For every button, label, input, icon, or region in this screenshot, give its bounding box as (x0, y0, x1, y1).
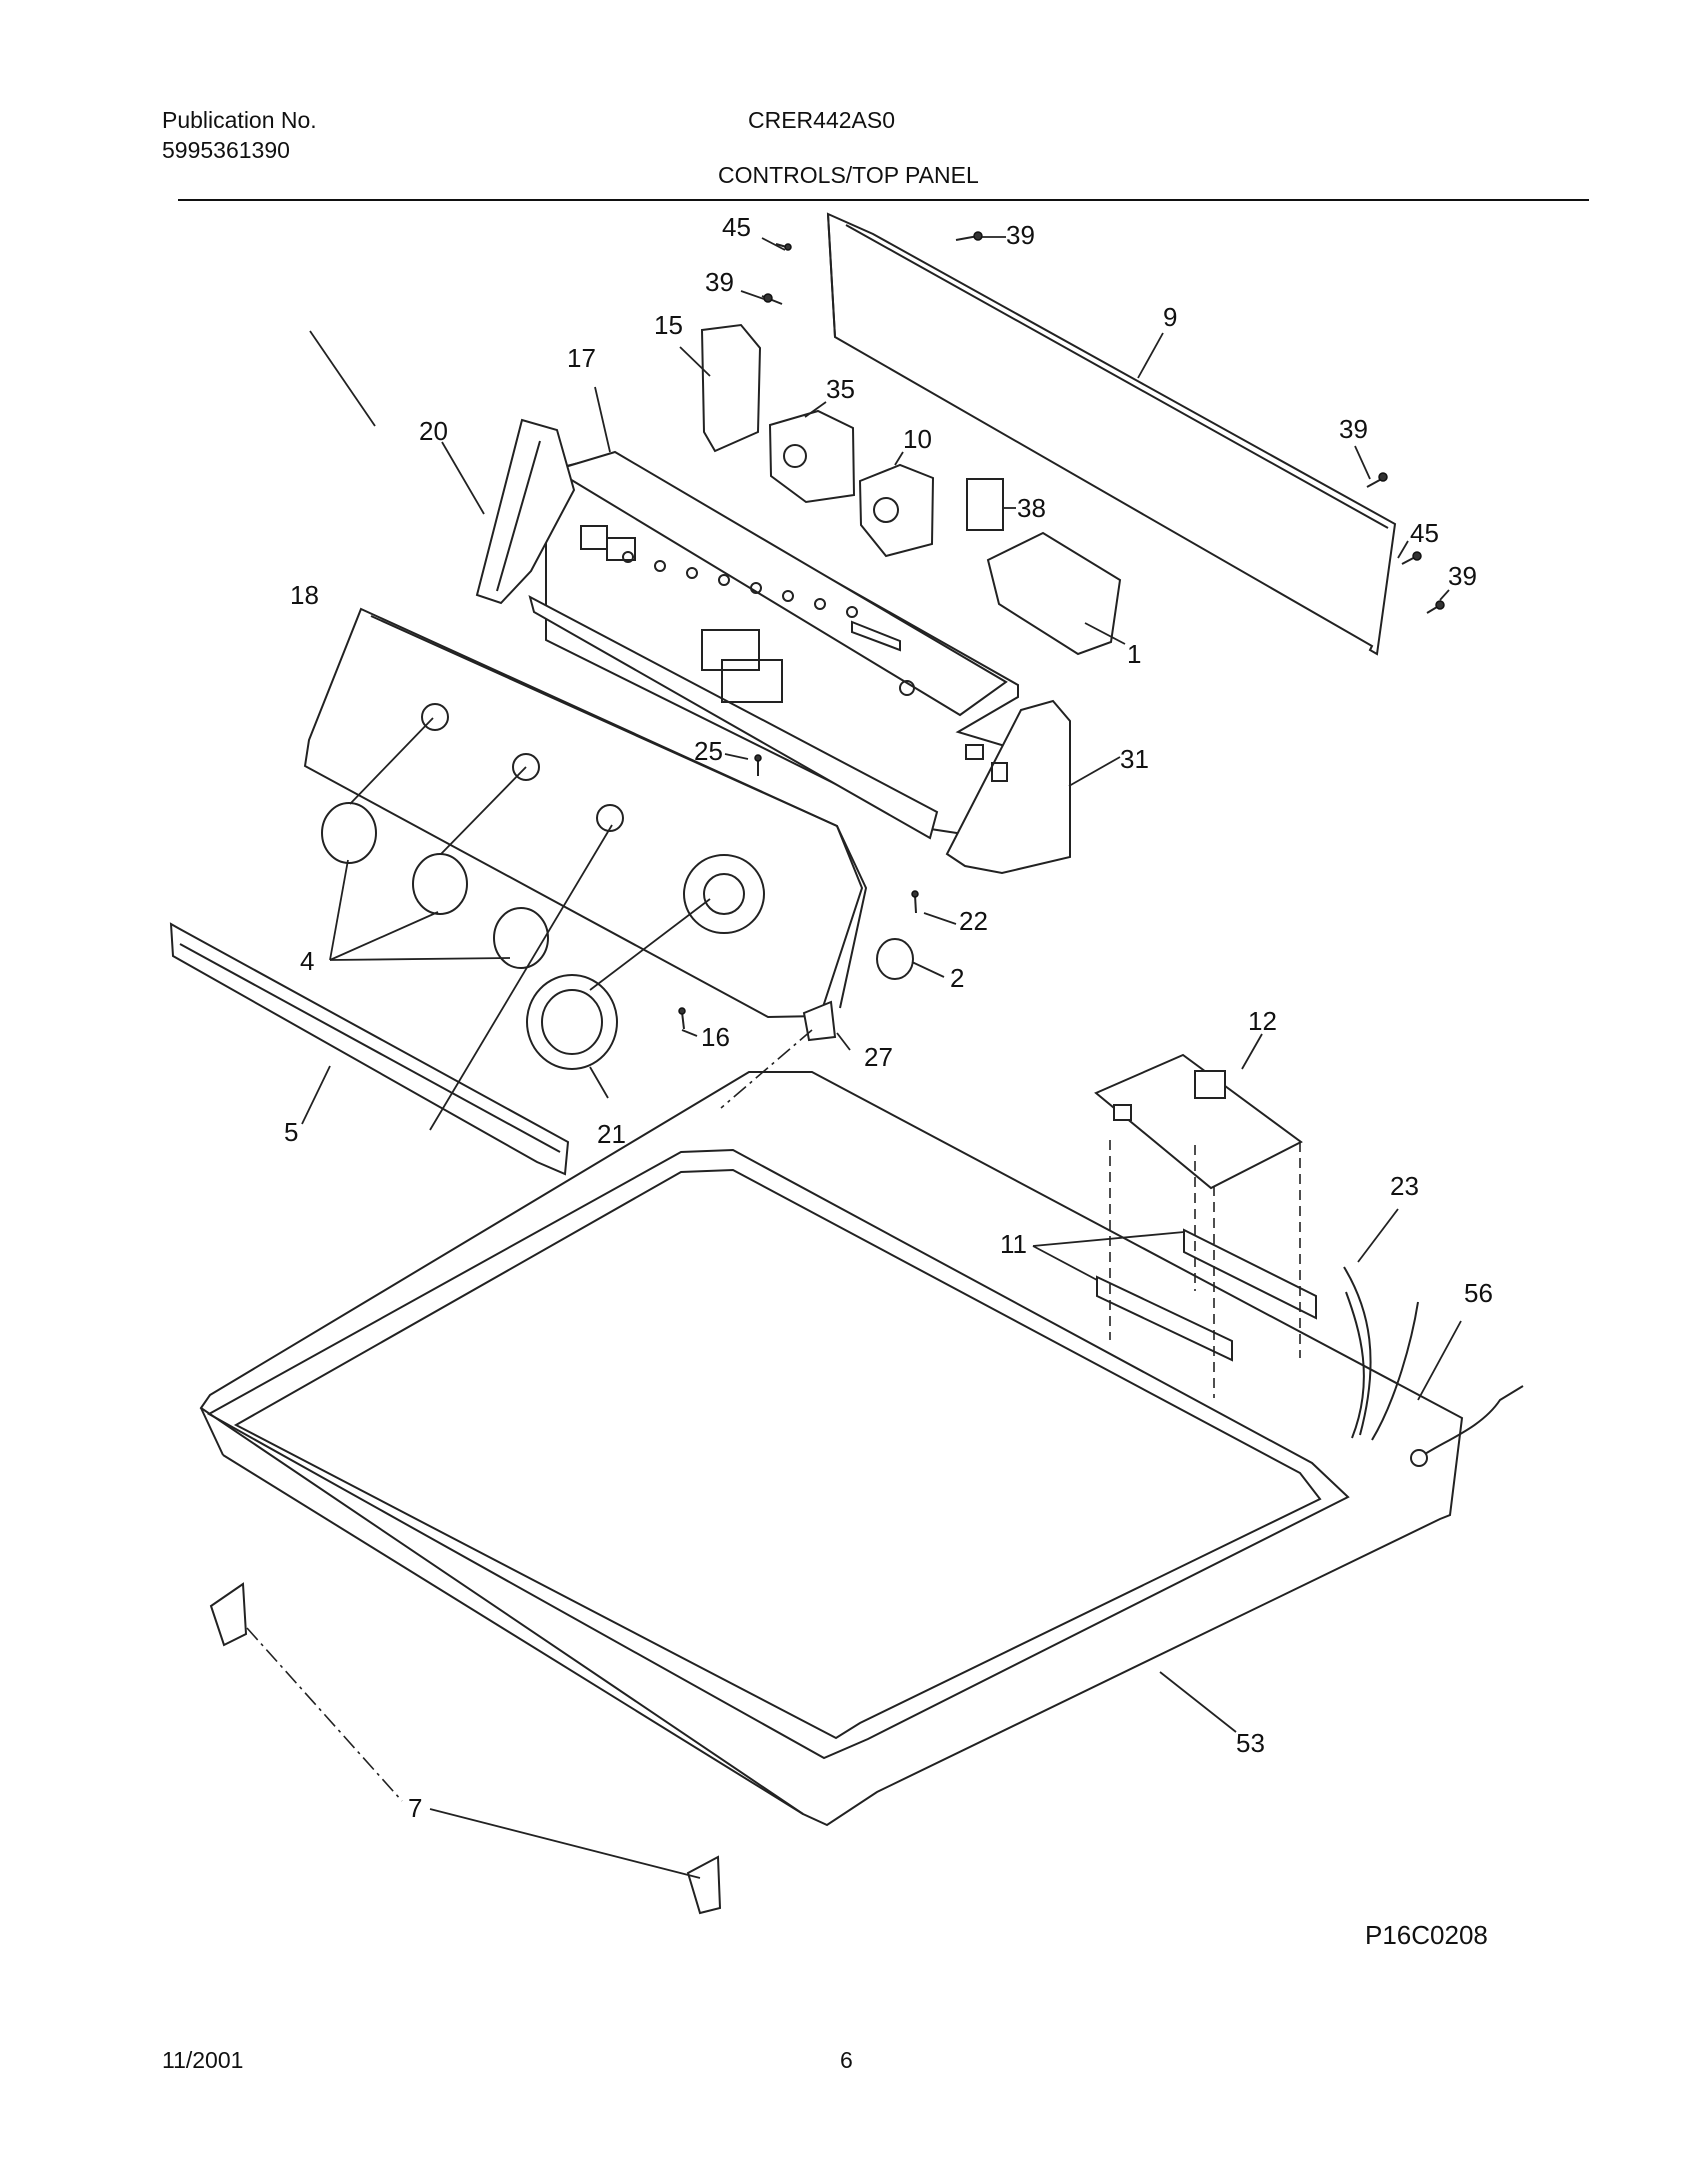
foot-parts (209, 1582, 722, 1915)
callout-39-right: 39 (1339, 414, 1368, 444)
callout-20: 20 (419, 416, 448, 446)
callout-27: 27 (864, 1042, 893, 1072)
callout-39-top-left: 39 (705, 267, 734, 297)
callout-35: 35 (826, 374, 855, 404)
left-end-cap-part (475, 418, 576, 605)
publication-number: 5995361390 (162, 137, 290, 163)
callout-5: 5 (284, 1117, 298, 1147)
console-switch-slots (622, 551, 858, 618)
callout-12: 12 (1248, 1006, 1277, 1036)
callout-53: 53 (1236, 1728, 1265, 1758)
publication-label: Publication No. (162, 107, 317, 133)
callout-7: 7 (408, 1793, 422, 1823)
callout-25: 25 (694, 736, 723, 766)
callout-10: 10 (903, 424, 932, 454)
back-panel-part (826, 212, 1397, 656)
callout-4: 4 (300, 946, 314, 976)
callout-16: 16 (701, 1022, 730, 1052)
callout-labels: 45 39 39 9 15 17 35 20 10 39 38 45 39 18… (284, 212, 1493, 1823)
trim-strip-part (169, 922, 570, 1176)
callout-39-far-right: 39 (1448, 561, 1477, 591)
callout-39-top-right: 39 (1006, 220, 1035, 250)
small-parts (678, 754, 919, 1042)
footer-page-number: 6 (840, 2047, 853, 2073)
callout-31: 31 (1120, 744, 1149, 774)
callout-15: 15 (654, 310, 683, 340)
callout-18: 18 (290, 580, 319, 610)
callout-17: 17 (567, 343, 596, 373)
footer-date: 11/2001 (162, 2047, 244, 2073)
callout-23: 23 (1390, 1171, 1419, 1201)
diagram-code: P16C0208 (1365, 1920, 1488, 1950)
callout-9: 9 (1163, 302, 1177, 332)
callout-56: 56 (1464, 1278, 1493, 1308)
section-title: CONTROLS/TOP PANEL (718, 162, 979, 188)
wire-harness-part (1343, 1266, 1419, 1441)
power-cord-part (1410, 1385, 1524, 1467)
model-number: CRER442AS0 (748, 107, 896, 133)
callout-11: 11 (1000, 1229, 1027, 1259)
callout-22: 22 (959, 906, 988, 936)
fascia-panel-part (303, 607, 868, 1019)
callout-45-right: 45 (1410, 518, 1439, 548)
bracket-parts (1096, 1228, 1317, 1362)
screw-parts (761, 231, 1445, 614)
callout-1: 1 (1127, 639, 1141, 669)
callout-38: 38 (1017, 493, 1046, 523)
callout-2: 2 (950, 963, 964, 993)
right-end-cap-part (945, 699, 1071, 875)
header-rule (178, 199, 1589, 201)
top-panel-part (199, 1071, 1464, 1827)
control-console-part (528, 450, 1019, 843)
dial-knob-part (526, 974, 618, 1070)
assembly-lines (246, 717, 1301, 1802)
leader-lines (301, 236, 1462, 1879)
callout-45-top: 45 (722, 212, 751, 242)
knob-parts (321, 802, 549, 969)
callout-21: 21 (597, 1119, 626, 1149)
control-board-part (1094, 1053, 1303, 1190)
